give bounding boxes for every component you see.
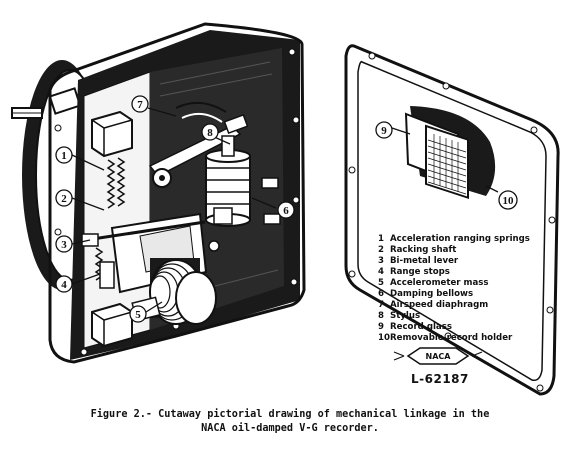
callout-circle-6: [277, 201, 295, 219]
legend-item: 5 Accelerometer mass: [378, 278, 530, 289]
callout-7: 7: [137, 99, 143, 111]
legend-label: Airspeed diaphragm: [390, 300, 489, 310]
callout-circle-2: [55, 189, 73, 207]
legend-number: 4: [378, 267, 384, 277]
callout-1: 1: [61, 150, 67, 162]
legend-number: 6: [378, 289, 384, 299]
legend-item: 7 Airspeed diaphragm: [378, 300, 530, 311]
callout-numbers: 1 2 3 4 5 6 7 8 9 10: [61, 99, 514, 321]
legend-label: Racking shaft: [390, 245, 457, 255]
callout-6: 6: [283, 205, 289, 217]
callout-9: 9: [381, 125, 387, 137]
legend-item: 1 Acceleration ranging springs: [378, 234, 530, 245]
legend-item: 8 Stylus: [378, 311, 530, 322]
caption-line-2: NACA oil-damped V-G recorder.: [201, 423, 379, 434]
callout-3: 3: [61, 239, 67, 251]
legend-number: 1: [378, 234, 384, 244]
parts-legend: 1 Acceleration ranging springs 2 Racking…: [378, 234, 530, 344]
naca-logo: NACA: [393, 347, 483, 365]
callout-2: 2: [61, 193, 67, 205]
legend-label: Record glass: [390, 322, 452, 332]
callout-circle-8: [201, 123, 219, 141]
caption-line-1: Figure 2.- Cutaway pictorial drawing of …: [90, 409, 490, 420]
naca-logo-text: NACA: [426, 352, 452, 361]
legend-number: 8: [378, 311, 384, 321]
callout-circle-3: [55, 235, 73, 253]
callout-circle-7: [131, 95, 149, 113]
legend-label: Removable record holder: [390, 333, 513, 343]
upper-mount-block: [91, 110, 133, 158]
callout-10: 10: [503, 195, 515, 207]
damping-bellows: [205, 135, 251, 227]
legend-label: Accelerometer mass: [390, 278, 489, 288]
legend-number: 7: [378, 300, 384, 310]
legend-item: 6 Damping bellows: [378, 289, 530, 300]
legend-label: Range stops: [390, 267, 450, 277]
legend-label: Acceleration ranging springs: [390, 234, 530, 244]
legend-label: Stylus: [390, 311, 421, 321]
legend-item: 4 Range stops: [378, 267, 530, 278]
legend-item: 9 Record glass: [378, 322, 530, 333]
callout-circle-1: [55, 146, 73, 164]
legend-item: 10 Removable record holder: [378, 333, 530, 344]
accelerometer-mass: [131, 258, 217, 325]
cover-plate: [344, 44, 560, 396]
figure-caption: Figure 2.- Cutaway pictorial drawing of …: [0, 408, 580, 436]
lower-mount-block: [91, 302, 133, 348]
legend-number: 5: [378, 278, 384, 288]
legend-label: Damping bellows: [390, 289, 474, 299]
legend-label: Bi-metal lever: [390, 256, 459, 266]
callout-5: 5: [135, 309, 141, 321]
legend-number: 2: [378, 245, 384, 255]
callout-4: 4: [61, 279, 67, 291]
image-identifier: L-62187: [411, 372, 469, 386]
case-fittings: [208, 177, 281, 252]
legend-number: 9: [378, 322, 384, 332]
callout-circle-5: [129, 305, 147, 323]
legend-number: 3: [378, 256, 384, 266]
record-holder: [404, 106, 496, 199]
callout-8: 8: [207, 127, 213, 139]
callout-circle-10: [498, 190, 518, 210]
callouts: [55, 95, 518, 323]
legend-item: 3 Bi-metal lever: [378, 256, 530, 267]
callout-circle-9: [375, 121, 393, 139]
legend-item: 2 Racking shaft: [378, 245, 530, 256]
legend-number: 10: [378, 333, 390, 343]
callout-circle-4: [55, 275, 73, 293]
